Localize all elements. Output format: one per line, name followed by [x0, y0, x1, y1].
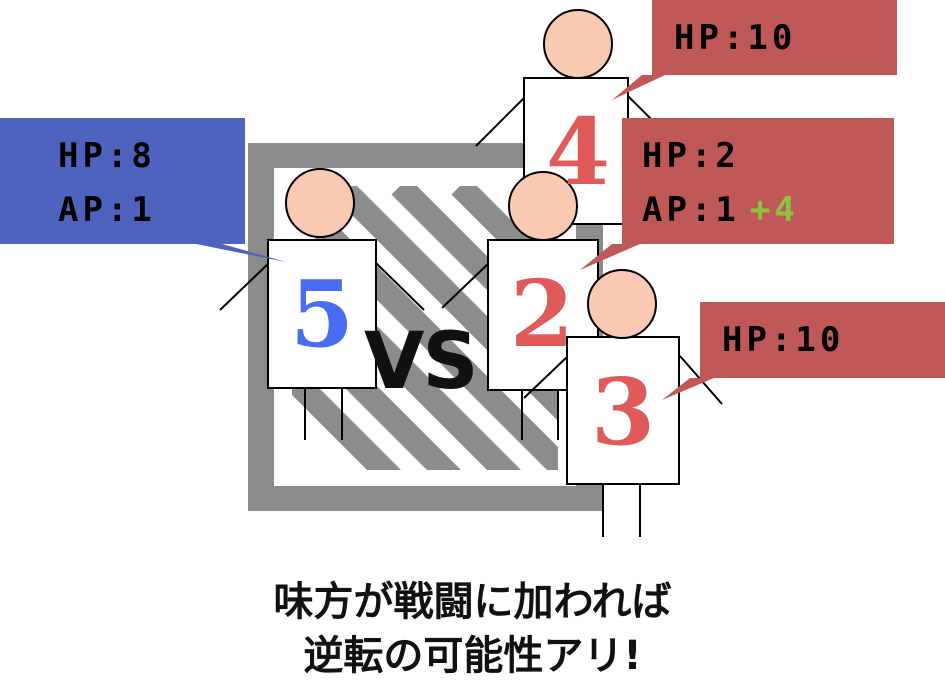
unit-3-stat-bubble: [662, 302, 945, 400]
unit-5-ap-label: AP:1: [58, 190, 156, 230]
unit-3-left-arm: [523, 355, 569, 399]
unit-2-hp-label: HP:2: [642, 136, 740, 176]
unit-4-head: [543, 9, 613, 79]
unit-2-head: [508, 171, 578, 241]
unit-4-hp-label: HP:10: [674, 18, 797, 58]
unit-5-head: [285, 168, 355, 238]
unit-4-left-arm: [475, 95, 527, 147]
unit-5-right-arm: [374, 261, 425, 311]
caption-line-2: 逆転の可能性アリ!: [303, 633, 642, 679]
unit-3-head: [587, 269, 657, 339]
unit-5-left-arm: [219, 261, 271, 311]
unit-2-ap-line: AP:1+4: [642, 190, 799, 230]
unit-5: [219, 168, 425, 440]
unit-5-hp-label: HP:8: [58, 136, 156, 176]
unit-2-ap-bonus: +4: [749, 190, 799, 230]
unit-3-number: 3: [590, 358, 655, 466]
vs-label: VS: [364, 317, 479, 407]
caption-line-1: 味方が戦闘に加われば: [273, 579, 672, 625]
unit-2-left-arm: [441, 261, 491, 309]
unit-5-stat-bubble: [0, 118, 286, 262]
unit-5-body: [267, 239, 377, 389]
unit-2-ap-label: AP:1: [642, 190, 740, 230]
unit-2-number: 2: [509, 260, 574, 368]
unit-5-number: 5: [289, 260, 354, 368]
unit-2-stat-bubble: [580, 118, 894, 270]
unit-4-stat-bubble: [612, 0, 897, 100]
unit-3-body: [566, 336, 680, 485]
unit-3-hp-label: HP:10: [722, 320, 845, 360]
unit-4-number: 4: [545, 98, 610, 206]
unit-3: [523, 269, 723, 537]
